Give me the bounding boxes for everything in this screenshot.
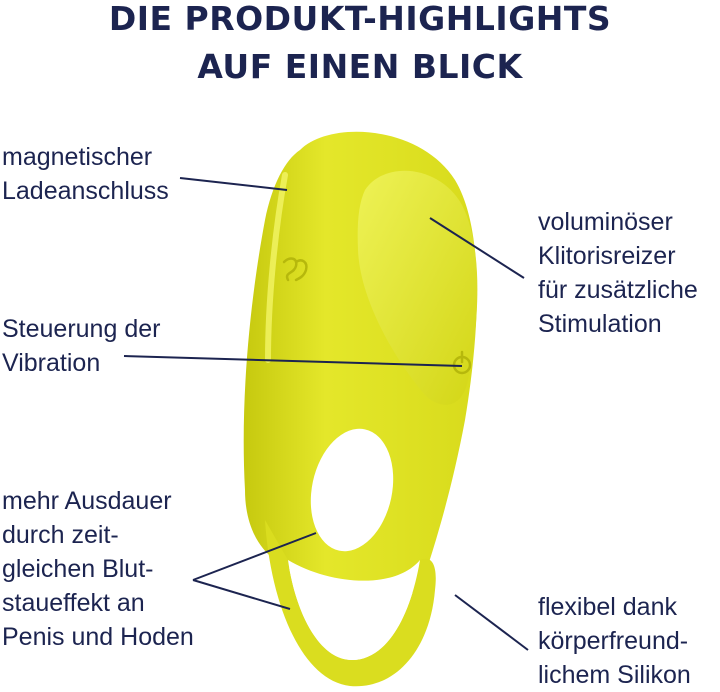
feature-endurance: mehr Ausdauer durch zeit- gleichen Blut-… [2, 487, 194, 651]
callout-lines [123, 177, 529, 651]
headline-line-1: DIE PRODUKT-HIGHLIGHTS [108, 0, 612, 38]
feature-material: flexibel dank körperfreund- lichem Silik… [538, 593, 691, 689]
brand-logo-icon [282, 257, 308, 282]
ring-hole-upper [310, 428, 394, 552]
feature-charging: magnetischer Ladeanschluss [2, 143, 169, 205]
feature-control: Steuerung der Vibration [2, 315, 161, 377]
feature-stimulator: voluminöser Klitorisreizer für zusätzlic… [538, 208, 698, 338]
ring-loop-lower [265, 520, 436, 687]
headline-line-2: AUF EINEN BLICK [197, 47, 523, 86]
